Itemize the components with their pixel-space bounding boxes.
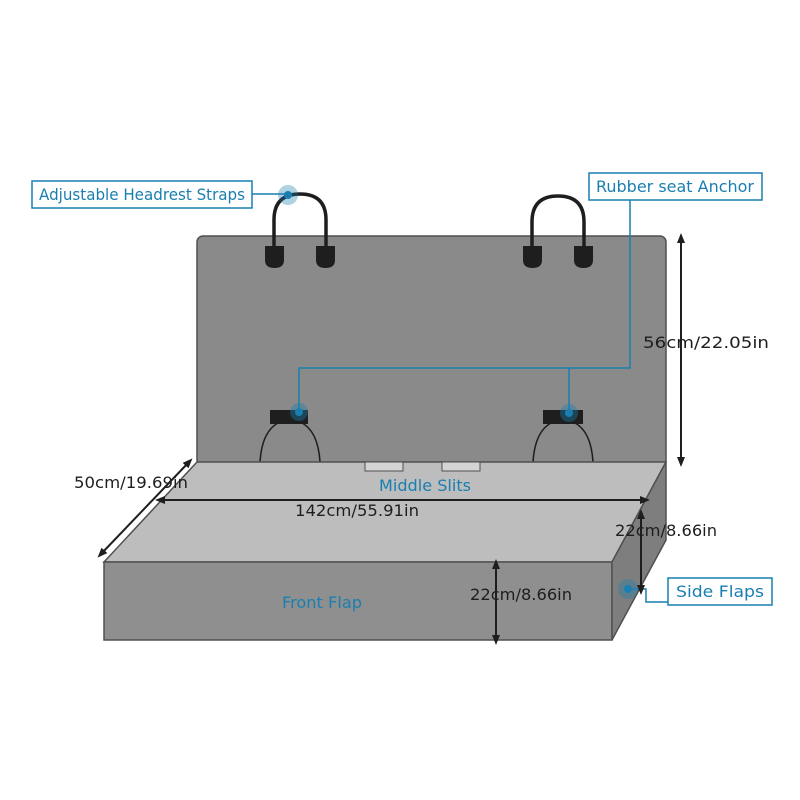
anchor-callout-label: Rubber seat Anchor xyxy=(596,177,754,196)
strap-buckle xyxy=(265,246,284,268)
front-flap-label: Front Flap xyxy=(282,593,362,612)
anchor-leader xyxy=(298,200,631,410)
strap-buckle xyxy=(523,246,542,268)
backrest-panel xyxy=(196,235,667,467)
anchor-marker-dot xyxy=(295,408,303,416)
headrest-strap-left xyxy=(272,192,328,248)
seat-depth-label: 50cm/19.69in xyxy=(74,473,188,492)
side-flaps-callout-label: Side Flaps xyxy=(676,582,764,601)
headrest-callout-box xyxy=(31,180,253,209)
anchor-marker-dot xyxy=(565,409,573,417)
headrest-marker-dot xyxy=(284,191,292,199)
width-label: 142cm/55.91in xyxy=(295,501,419,520)
headrest-callout-label: Adjustable Headrest Straps xyxy=(39,185,245,204)
back-height-label: 56cm/22.05in xyxy=(643,333,769,352)
strap-buckle xyxy=(574,246,593,268)
middle-slit-left xyxy=(364,461,404,472)
front-height-label: 22cm/8.66in xyxy=(470,585,572,604)
anchor-callout-box xyxy=(588,172,763,201)
seat-anchor-right xyxy=(543,410,583,424)
middle-slits-label: Middle Slits xyxy=(379,476,471,495)
strap-buckle xyxy=(316,246,335,268)
side-flaps-marker-dot xyxy=(624,585,632,593)
middle-slit-right xyxy=(441,461,481,472)
seat-depth-arrow xyxy=(97,458,193,558)
side-height-label: 22cm/8.66in xyxy=(615,521,717,540)
headrest-strap-right xyxy=(530,194,586,248)
side-flaps-callout-box xyxy=(667,577,773,606)
